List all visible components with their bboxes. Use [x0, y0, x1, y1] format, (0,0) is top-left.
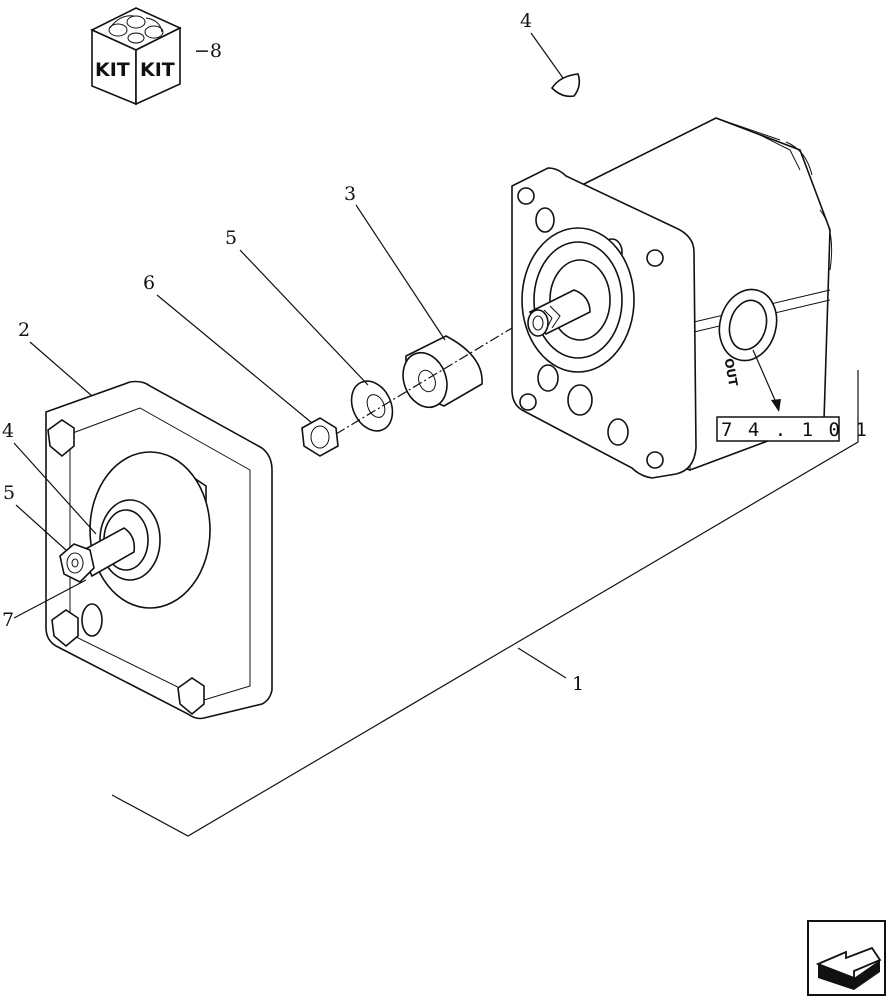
callout-1: 1	[572, 673, 584, 695]
woodruff-key-top	[550, 73, 581, 98]
callout-5-left: 5	[3, 482, 15, 504]
hex-nut-part	[301, 417, 339, 457]
arrow-head-reference	[771, 399, 781, 412]
leader-6	[156, 294, 313, 424]
leader-4-top	[530, 32, 564, 79]
callout-3: 3	[344, 183, 356, 205]
adapter-plate-part	[45, 380, 273, 720]
kit-box-icon: KIT KIT	[90, 7, 182, 106]
kit-label-right: KIT	[140, 59, 175, 81]
leader-2	[29, 341, 93, 397]
kit-label-left: KIT	[95, 59, 130, 81]
callout-7: 7	[2, 609, 14, 631]
leader-4-left	[13, 442, 97, 535]
leader-reference	[752, 349, 779, 408]
back-arrow-icon[interactable]	[807, 920, 886, 996]
centre-line	[335, 321, 523, 435]
reference-box: 7 4 . 1 0 1	[716, 416, 869, 442]
reference-label: 7 4 . 1 0 1	[721, 419, 869, 441]
port-out-label: OUT	[722, 357, 741, 388]
leader-5-left	[15, 504, 67, 551]
callout-2: 2	[18, 319, 30, 341]
callout-8: −8	[194, 40, 222, 62]
leader-7	[13, 579, 87, 619]
washer-part	[350, 380, 394, 432]
spacer-part	[402, 335, 483, 409]
leader-3	[355, 204, 446, 341]
leader-1	[517, 647, 567, 679]
callout-6: 6	[143, 272, 155, 294]
assembly-bracket	[111, 370, 859, 837]
leader-5-top	[239, 249, 369, 386]
callout-5-top: 5	[225, 227, 237, 249]
callout-4-top: 4	[520, 10, 532, 32]
callout-4-left: 4	[2, 420, 14, 442]
